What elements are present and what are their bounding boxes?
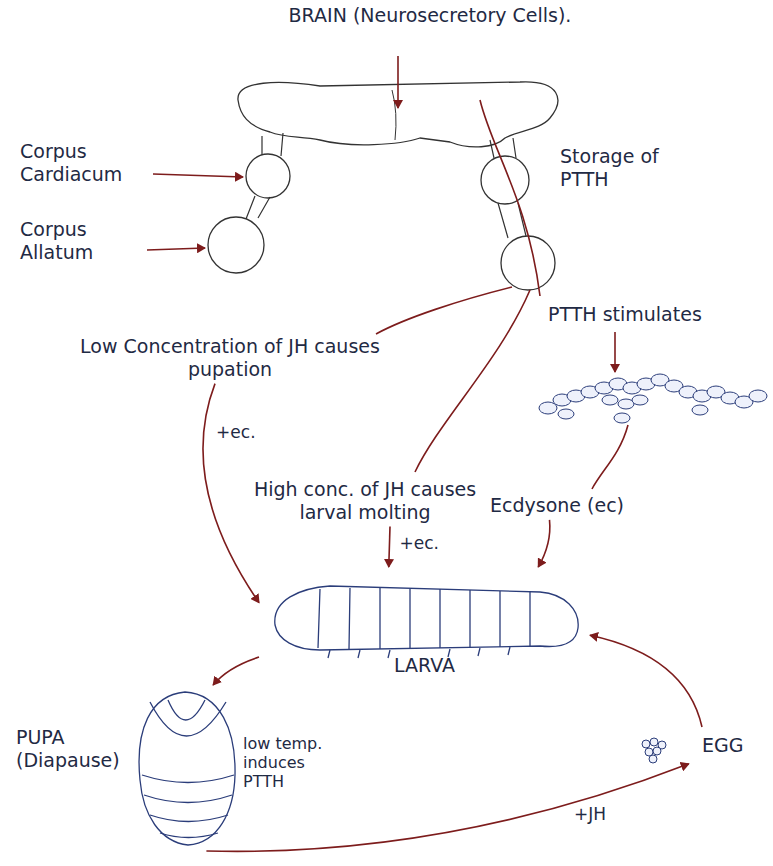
pointer-arrow	[153, 174, 243, 177]
connector-arrow	[538, 520, 550, 567]
edge-label: +JH	[572, 804, 608, 824]
stalk	[246, 133, 283, 219]
text-node: Low Concentration of JH causes pupation	[80, 335, 380, 381]
connector-arrow	[203, 384, 259, 603]
node-text: Corpus Allatum	[20, 218, 142, 264]
text-node: Corpus Cardiacum	[20, 140, 145, 186]
pointer-arrow	[614, 332, 616, 372]
stalk	[490, 138, 526, 238]
corpus-cardiacum	[246, 154, 290, 198]
node-text: Low Concentration of JH causes pupation	[80, 335, 380, 381]
brain-midline	[392, 90, 396, 140]
connector-arrow	[590, 635, 702, 727]
jh-line	[415, 290, 530, 472]
egg-cluster	[642, 738, 666, 763]
text-node: Corpus Allatum	[20, 218, 142, 264]
node-text: Corpus Cardiacum	[20, 140, 145, 186]
node-text: High conc. of JH causes larval molting	[240, 478, 490, 524]
ptth-line	[480, 100, 540, 296]
text-node: PTTH stimulates	[548, 303, 748, 326]
node-text: PUPA (Diapause)	[16, 726, 136, 772]
node-text: LARVA	[262, 654, 587, 677]
text-node: Storage of PTTH	[560, 145, 695, 191]
larva-drawing	[275, 586, 578, 658]
text-node: low temp. induces PTTH	[243, 734, 343, 792]
text-node: PUPA (Diapause)	[16, 688, 240, 848]
connector-arrow	[389, 527, 390, 567]
text-node: Ecdysone (ec)	[490, 494, 660, 517]
node-text: Storage of PTTH	[560, 145, 695, 191]
text-node: High conc. of JH causes larval molting	[240, 478, 490, 524]
corpus-allatum	[501, 236, 555, 290]
connector-arrow	[213, 657, 259, 685]
jh-line	[376, 287, 512, 334]
node-text: low temp. induces PTTH	[243, 734, 343, 792]
edge-label: +ec.	[214, 422, 257, 442]
node-text: EGG	[702, 734, 768, 757]
pupa-drawing	[139, 692, 235, 845]
prothoracic-gland	[539, 374, 767, 423]
corpus-cardiacum	[481, 156, 529, 204]
edge-label: +ec.	[398, 533, 441, 553]
text-node: LARVA	[262, 570, 587, 679]
node-text: BRAIN (Neurosecretory Cells).	[285, 4, 575, 27]
node-text: PTTH stimulates	[548, 303, 748, 326]
corpus-allatum	[208, 217, 264, 273]
node-text: Ecdysone (ec)	[490, 494, 660, 517]
pointer-arrow	[397, 56, 399, 108]
ecdysone-line	[592, 425, 628, 489]
text-node: BRAIN (Neurosecretory Cells).	[285, 4, 575, 27]
text-node: EGG	[636, 730, 768, 761]
pointer-arrow	[147, 248, 205, 250]
